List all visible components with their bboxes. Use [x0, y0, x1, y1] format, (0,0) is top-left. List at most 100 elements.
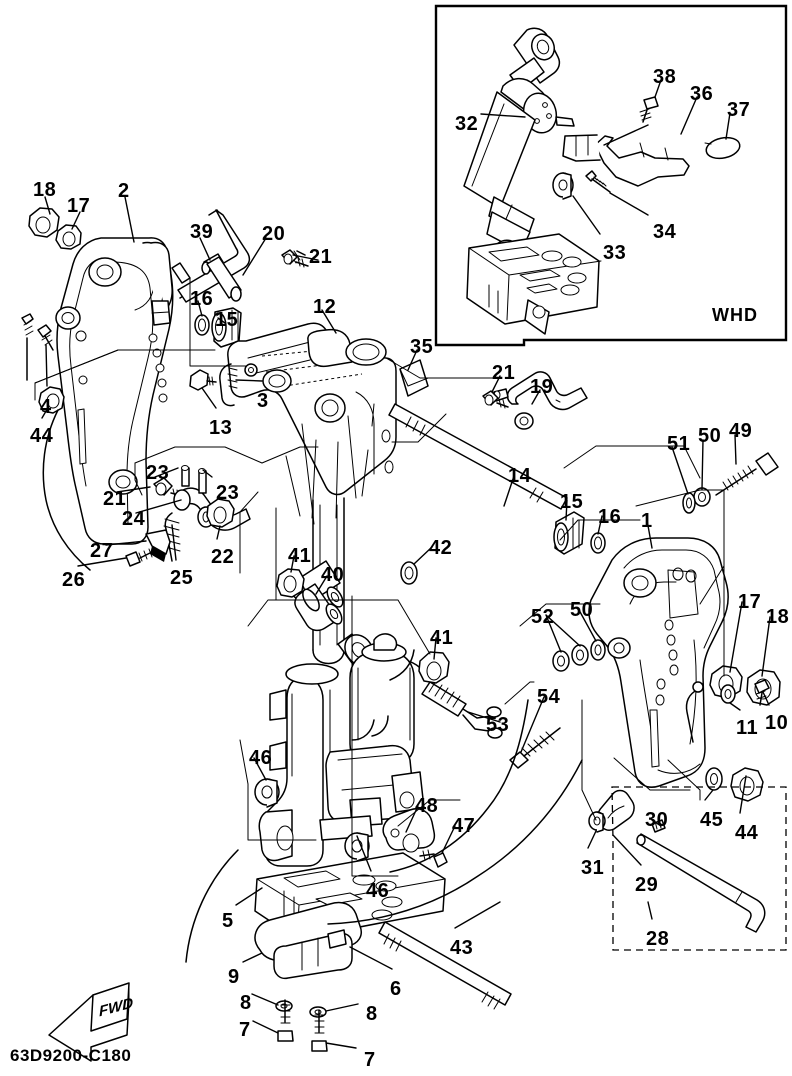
part-13-grease-nipple [189, 369, 217, 391]
part-12-swivel-bracket [227, 322, 397, 665]
part-3-clip [219, 363, 238, 407]
part-44-nut-left [38, 386, 65, 414]
part-14-tilt-tube [388, 403, 568, 510]
leader-lines [41, 196, 771, 1049]
callout-47-bolt: 47 [452, 815, 476, 837]
part-7-bolt-right [311, 1009, 328, 1052]
part-41-nut-right [418, 651, 450, 684]
part-left-pin [21, 313, 34, 381]
callout-17-nut: 17 [67, 195, 91, 217]
callout-22-nut: 22 [211, 546, 235, 568]
callout-34-bolt: 34 [653, 221, 677, 243]
part-4-screw [37, 324, 54, 351]
bracket-grease-fitting [685, 681, 704, 743]
callout-8-washer: 8 [240, 992, 252, 1014]
part-16-oring-right [590, 532, 606, 554]
callout-44-nut: 44 [30, 425, 54, 447]
part-36-rod-lever [562, 134, 690, 187]
part-38-bolt [603, 96, 659, 146]
part-10-bolt [754, 679, 770, 706]
callout-10-bolt: 10 [765, 712, 789, 734]
callout-7-bolt: 7 [239, 1019, 251, 1041]
part-17-nut-left [55, 224, 82, 250]
part-40-collar [294, 583, 343, 632]
callout-15-bushing-cap: 15 [560, 491, 584, 513]
callout-42-o-ring: 42 [429, 537, 453, 559]
callout-52-washer: 52 [531, 606, 555, 628]
callout-36-rod-lever: 36 [690, 83, 714, 105]
callout-16-o-ring: 16 [190, 288, 214, 310]
part-16-oring-left [194, 314, 210, 336]
callout-54-tapping-screw: 54 [537, 686, 561, 708]
callout-28-tilt-handle-assembly: 28 [646, 928, 670, 950]
inset-base-plate [466, 233, 602, 335]
part-31-bushing [588, 811, 606, 833]
part-8-washer-left [275, 1000, 293, 1012]
callout-13-grease-nipple: 13 [209, 417, 233, 439]
part-15-bushing-cap-right [553, 511, 585, 555]
grouping-brackets [34, 277, 725, 877]
part-37-grip-cap [704, 136, 741, 160]
part-27-link [145, 529, 171, 562]
callout-9-trim-tab: 9 [228, 966, 240, 988]
part-washer-small-center [244, 363, 258, 377]
callout-12-swivel-bracket: 12 [313, 296, 337, 318]
callout-46-bushing: 46 [366, 880, 390, 902]
part-46-bushing-upper [254, 778, 280, 808]
part-2-clamp-bracket-port [55, 237, 174, 545]
callout-15-bushing-cap: 15 [215, 309, 239, 331]
callout-39-bushing: 39 [190, 221, 214, 243]
callout-6-bracket: 6 [390, 978, 402, 1000]
callout-21-bolt: 21 [103, 488, 127, 510]
callout-33-bushing: 33 [603, 242, 627, 264]
callout-14-tilt-tube: 14 [508, 465, 532, 487]
callout-44-nut: 44 [735, 822, 759, 844]
part-51-washer [682, 492, 696, 514]
callout-17-nut: 17 [738, 591, 762, 613]
callout-5-anode: 5 [222, 910, 234, 932]
callout-18-nut: 18 [33, 179, 57, 201]
callout-40-collar: 40 [321, 564, 345, 586]
part-1-clamp-bracket-starboard [588, 537, 729, 788]
part-48-anode-bracket [382, 808, 436, 853]
document-id: 63D9200-C180 [10, 1046, 132, 1065]
callout-11-washer: 11 [736, 717, 759, 739]
part-47-bolt [419, 849, 448, 868]
callout-37-grip-cap: 37 [727, 99, 751, 121]
part-39-bushing [201, 253, 242, 302]
part-54-tapping-screw [509, 727, 561, 769]
callout-29-handle-grip: 29 [635, 874, 659, 896]
callout-16-o-ring: 16 [598, 506, 622, 528]
callout-49-bolt: 49 [729, 420, 753, 442]
callout-1-clamp-bracket-starboard: 1 [641, 510, 653, 532]
callout-20-tilt-rod: 20 [262, 223, 286, 245]
part-25-spring [163, 512, 181, 562]
part-15-bushing-cap-left [211, 307, 242, 348]
part-21-bolt-center [482, 390, 509, 409]
part-20-tilt-rod [171, 209, 306, 303]
part-22-nut [206, 498, 235, 528]
callout-32-tilt-cylinder: 32 [455, 113, 479, 135]
callout-50-washer: 50 [570, 599, 594, 621]
callout-53-trim-sender-harness: 53 [486, 714, 510, 736]
part-7-bolt-left [277, 999, 294, 1042]
callout-4-screw: 4 [40, 396, 52, 418]
callout-19-tilt-lever: 19 [530, 376, 554, 398]
part-28-tilt-handle [636, 833, 766, 933]
inset-label-whd: WHD [712, 305, 758, 325]
callout-41-nut: 41 [430, 627, 454, 649]
callout-27-link: 27 [90, 540, 114, 562]
part-34-bolt [585, 170, 611, 193]
part-49-bolt [715, 452, 779, 496]
callout-2-clamp-bracket-port: 2 [118, 180, 130, 202]
part-35-id-plate [399, 359, 429, 397]
callout-3-clip: 3 [257, 390, 269, 412]
part-23-pin-left [181, 465, 190, 487]
part-33-bushing [552, 172, 574, 200]
callout-18-nut: 18 [766, 606, 790, 628]
part-41-nut-left [276, 568, 305, 598]
part-26-bolt [125, 548, 153, 567]
part-53-trim-sender-harness [393, 659, 503, 739]
